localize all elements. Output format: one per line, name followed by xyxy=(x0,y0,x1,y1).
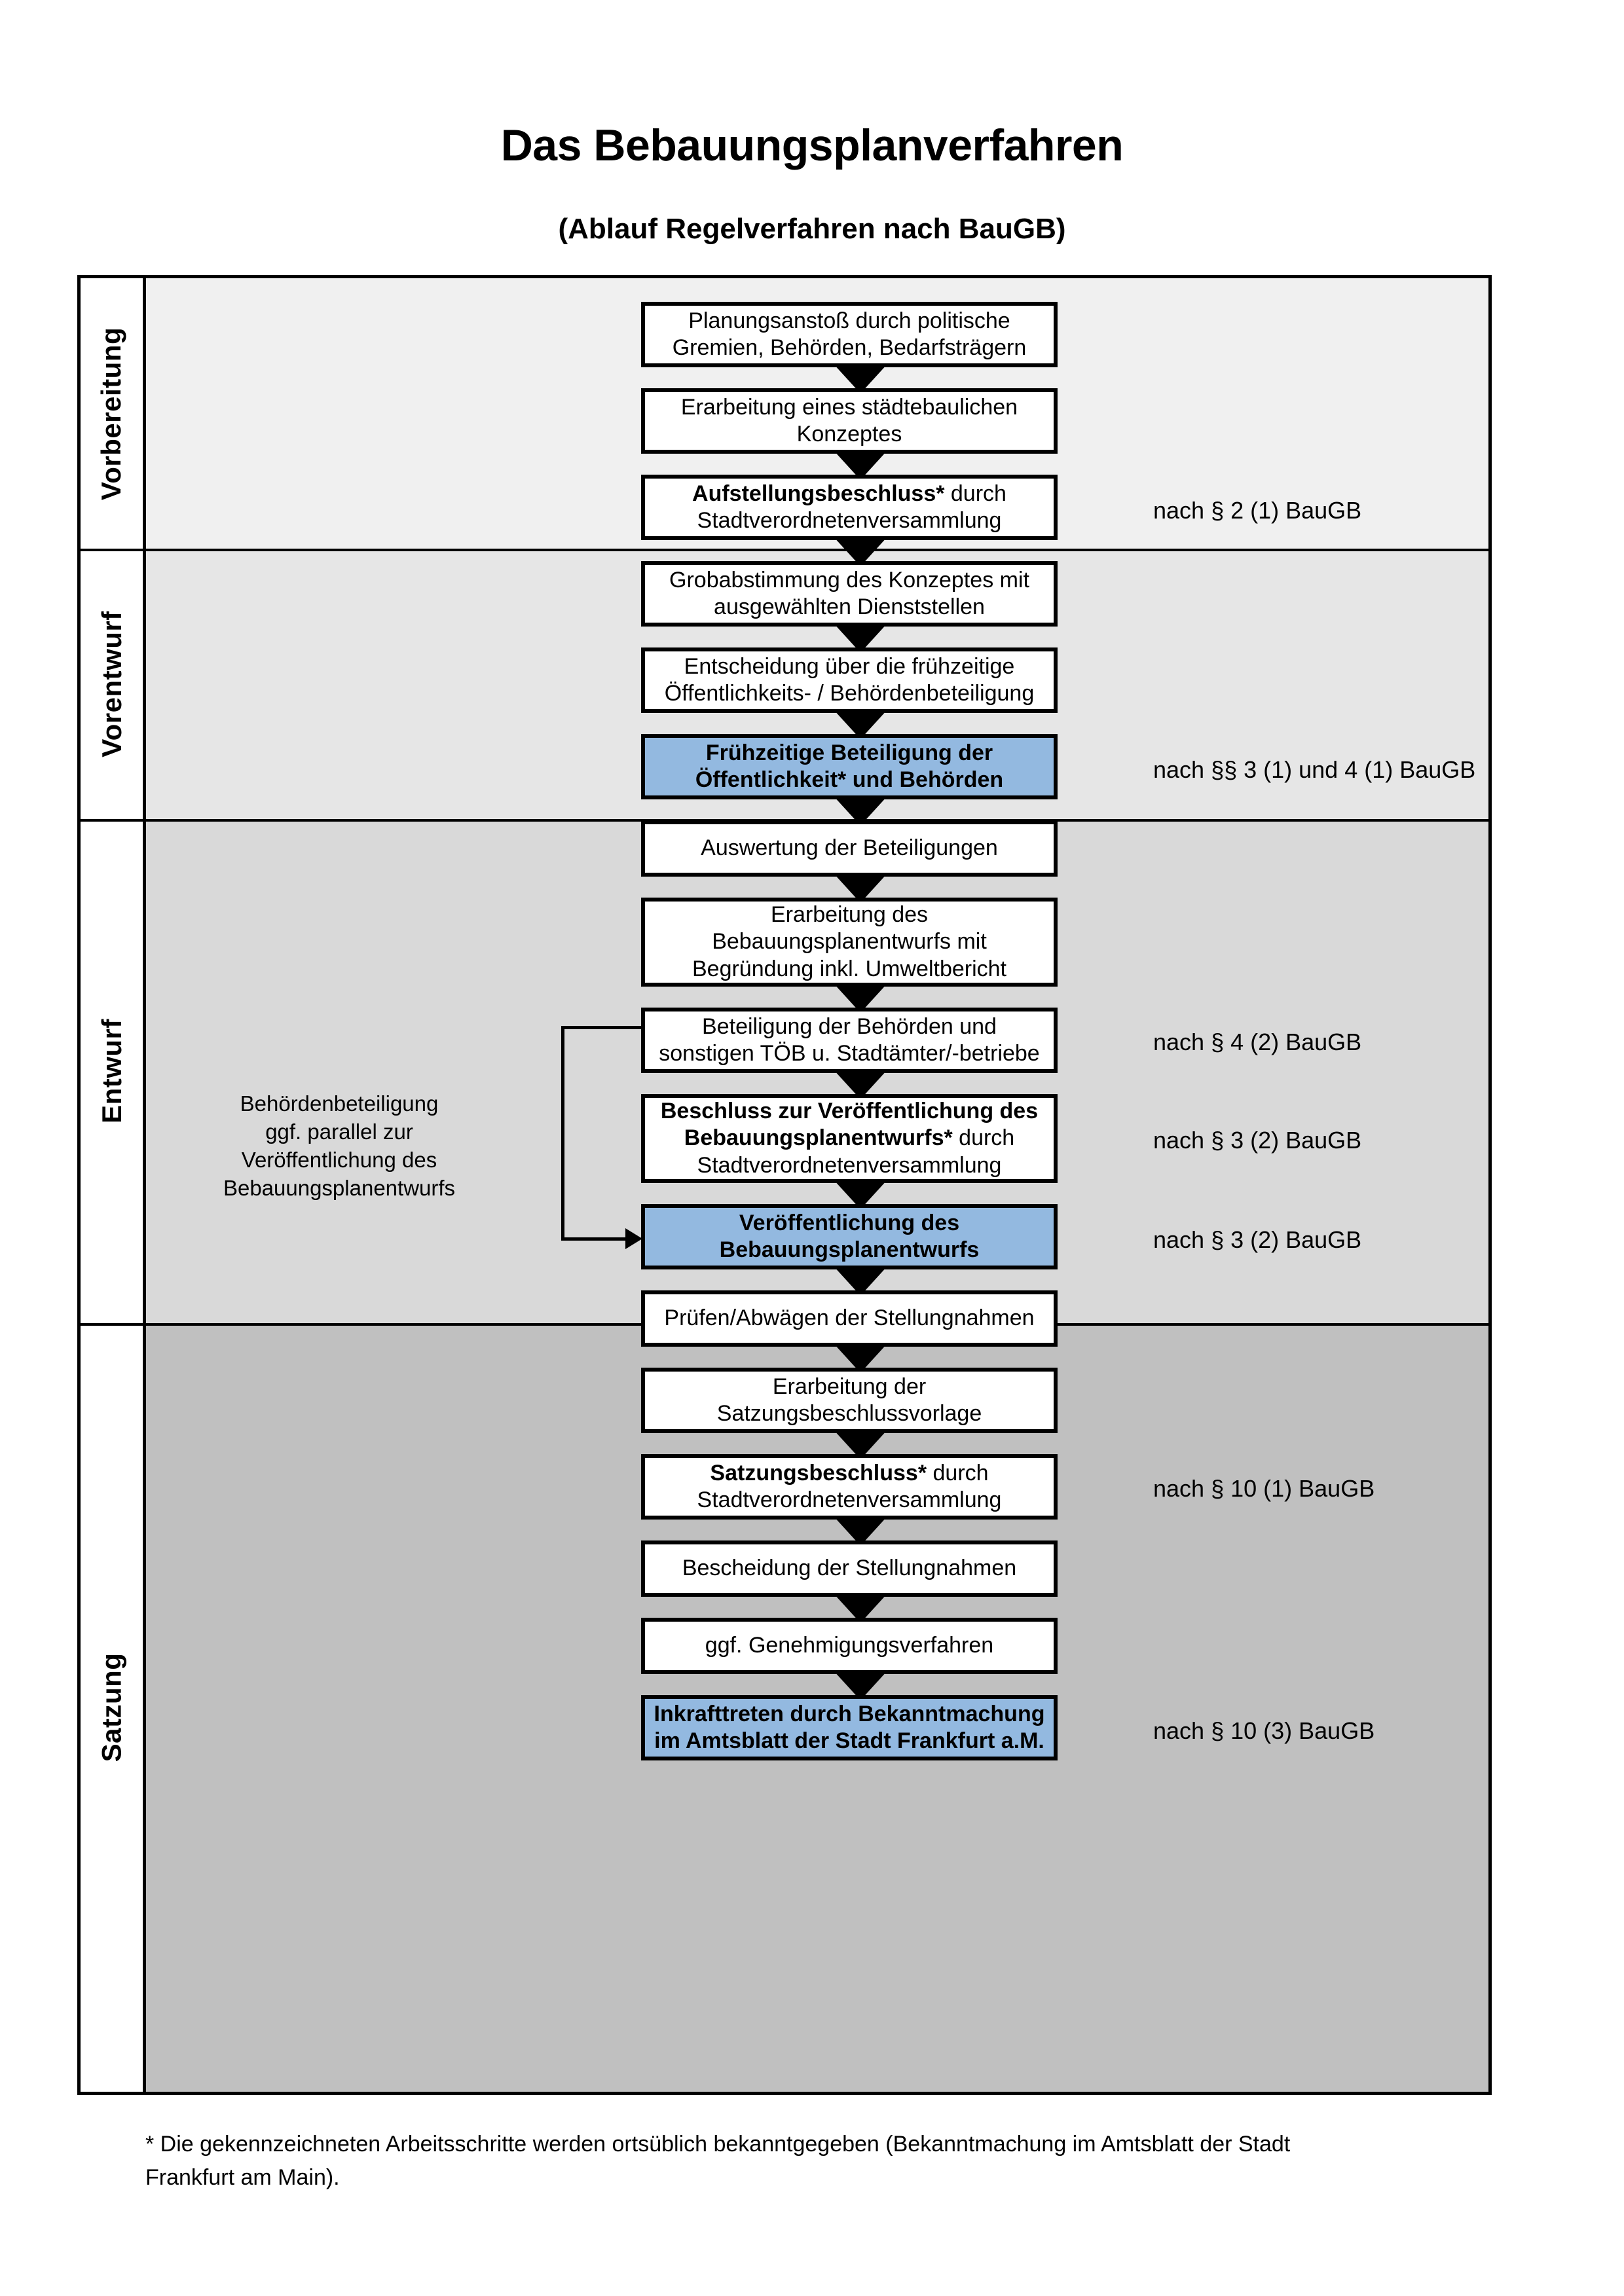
step-line: Veröffentlichung des xyxy=(739,1210,960,1235)
connector-arrowhead-icon xyxy=(625,1228,642,1249)
step-line: Öffentlichkeit* und Behörden xyxy=(695,767,1004,792)
step-box-beschluss-veroeffentlichung[interactable]: Beschluss zur Veröffentlichung des Bebau… xyxy=(641,1094,1058,1183)
step-box-staedtebauliches-konzept[interactable]: Erarbeitung eines städtebaulichen Konzep… xyxy=(641,388,1058,454)
step-line-bold: Inkrafttreten xyxy=(654,1701,784,1726)
step-box-satzungsbeschluss[interactable]: Satzungsbeschluss* durch Stadtverordnete… xyxy=(641,1454,1058,1520)
step-line-bold: Aufstellungsbeschluss* xyxy=(692,481,945,506)
law-reference-bau10-3: nach § 10 (3) BauGB xyxy=(1153,1717,1375,1744)
step-box-veroeffentlichung-entwurf[interactable]: Veröffentlichung des Bebauungsplanentwur… xyxy=(641,1204,1058,1269)
page-title: Das Bebauungsplanverfahren xyxy=(500,120,1124,170)
step-box-beteiligung-behoerden-toeb[interactable]: Beteiligung der Behörden und sonstigen T… xyxy=(641,1008,1058,1073)
step-box-entscheidung-fruehzeitige-beteiligung[interactable]: Entscheidung über die frühzeitige Öffent… xyxy=(641,647,1058,713)
page-subtitle: (Ablauf Regelverfahren nach BauGB) xyxy=(558,213,1066,245)
step-line: Entscheidung über die frühzeitige xyxy=(684,653,1015,679)
step-box-genehmigungsverfahren[interactable]: ggf. Genehmigungsverfahren xyxy=(641,1618,1058,1674)
step-line: ggf. Genehmigungsverfahren xyxy=(705,1633,994,1658)
step-line: durch xyxy=(952,1125,1015,1151)
step-box-bescheidung-stellungnahmen[interactable]: Bescheidung der Stellungnahmen xyxy=(641,1540,1058,1597)
lane-divider-1 xyxy=(81,549,1488,551)
step-line: Auswertung der Beteiligungen xyxy=(701,835,998,861)
phase-label-vorentwurf: Vorentwurf xyxy=(96,610,127,757)
law-reference-bau3-2-b: nach § 3 (2) BauGB xyxy=(1153,1226,1362,1253)
phase-label-cell-vorbereitung: Vorbereitung xyxy=(81,278,146,549)
step-box-pruefen-abwaegen[interactable]: Prüfen/Abwägen der Stellungnahmen xyxy=(641,1290,1058,1347)
step-line-bold: Satzungsbeschluss* xyxy=(710,1460,927,1485)
step-line-bold: Beschluss zur Veröffentlichung des xyxy=(660,1098,1039,1123)
side-note-behoerdenbeteiligung: Behördenbeteiligung ggf. parallel zur Ve… xyxy=(185,1090,493,1203)
step-line: Erarbeitung der xyxy=(772,1374,927,1399)
step-line: Bebauungsplanentwurfs mit xyxy=(712,929,987,955)
footnote-line: Frankfurt am Main). xyxy=(145,2165,340,2190)
parallel-branch-connector xyxy=(561,1026,646,1249)
step-line: Bebauungsplanentwurfs xyxy=(719,1237,980,1262)
step-line: Erarbeitung des xyxy=(770,902,929,927)
step-box-fruehzeitige-beteiligung[interactable]: Frühzeitige Beteiligung der Öffentlichke… xyxy=(641,734,1058,799)
step-line: durch xyxy=(927,1460,989,1485)
step-line: Erarbeitung eines städtebaulichen xyxy=(680,394,1018,420)
step-line: Stadtverordnetenversammlung xyxy=(697,508,1002,533)
phase-label-cell-entwurf: Entwurf xyxy=(81,819,146,1323)
step-box-erarbeitung-bebauungsplanentwurf[interactable]: Erarbeitung des Bebauungsplanentwurfs mi… xyxy=(641,898,1058,987)
step-line: im Amtsblatt der Stadt Frankfurt a.M. xyxy=(654,1728,1044,1753)
step-line: Öffentlichkeits- / Behördenbeteiligung xyxy=(664,681,1035,706)
phase-label-cell-satzung: Satzung xyxy=(81,1323,146,2092)
step-line: Stadtverordnetenversammlung xyxy=(697,1152,1002,1178)
connector-vertical-segment xyxy=(561,1026,564,1241)
connector-top-segment xyxy=(561,1026,643,1029)
step-box-inkrafttreten[interactable]: Inkrafttreten durch Bekanntmachung im Am… xyxy=(641,1695,1058,1760)
law-reference-bau10-1: nach § 10 (1) BauGB xyxy=(1153,1475,1375,1502)
step-box-auswertung-beteiligungen[interactable]: Auswertung der Beteiligungen xyxy=(641,820,1058,877)
step-box-planungsanstoss[interactable]: Planungsanstoß durch politische Gremien,… xyxy=(641,302,1058,367)
step-line-bold: Bebauungsplanentwurfs* xyxy=(684,1125,953,1151)
step-line: Planungsanstoß durch politische xyxy=(688,308,1010,333)
step-box-grobabstimmung[interactable]: Grobabstimmung des Konzeptes mit ausgewä… xyxy=(641,561,1058,627)
side-note-line: Veröffentlichung des xyxy=(241,1147,437,1172)
step-line: Bescheidung der Stellungnahmen xyxy=(682,1556,1017,1581)
phase-label-cell-vorentwurf: Vorentwurf xyxy=(81,549,146,819)
flowchart-frame: Vorbereitung Vorentwurf Entwurf Satzung xyxy=(77,275,1492,2095)
step-line: Begründung inkl. Umweltbericht xyxy=(692,956,1007,981)
side-note-line: ggf. parallel zur xyxy=(265,1119,413,1144)
phase-label-vorbereitung: Vorbereitung xyxy=(96,327,127,500)
step-line: sonstigen TÖB u. Stadtämter/-betriebe xyxy=(659,1041,1040,1066)
step-line: Stadtverordnetenversammlung xyxy=(697,1487,1002,1512)
law-reference-bau3-1-4-1: nach §§ 3 (1) und 4 (1) BauGB xyxy=(1153,756,1476,783)
step-line: Grobabstimmung des Konzeptes mit xyxy=(669,567,1029,592)
step-line: Beteiligung der Behörden und xyxy=(702,1013,997,1039)
side-note-line: Bebauungsplanentwurfs xyxy=(223,1175,456,1200)
step-line: Frühzeitige Beteiligung der xyxy=(705,740,993,765)
law-reference-bau3-2-a: nach § 3 (2) BauGB xyxy=(1153,1127,1362,1154)
law-reference-bau4-2: nach § 4 (2) BauGB xyxy=(1153,1029,1362,1055)
connector-bottom-segment xyxy=(561,1237,627,1241)
step-line: Prüfen/Abwägen der Stellungnahmen xyxy=(664,1305,1035,1331)
step-line: durch Bekanntmachung xyxy=(783,1701,1045,1726)
phase-label-entwurf: Entwurf xyxy=(96,1019,127,1123)
step-line: durch xyxy=(944,481,1006,506)
phase-label-satzung: Satzung xyxy=(96,1652,127,1762)
step-line: Konzeptes xyxy=(796,422,902,446)
step-box-erarbeitung-satzungsbeschlussvorlage[interactable]: Erarbeitung der Satzungsbeschlussvorlage xyxy=(641,1368,1058,1433)
step-line: ausgewählten Dienststellen xyxy=(714,594,985,619)
law-reference-bau2-1: nach § 2 (1) BauGB xyxy=(1153,497,1362,524)
footnote: * Die gekennzeichneten Arbeitsschritte w… xyxy=(145,2128,1494,2195)
footnote-line: * Die gekennzeichneten Arbeitsschritte w… xyxy=(145,2132,1291,2157)
step-line: Gremien, Behörden, Bedarfsträgern xyxy=(672,335,1027,360)
step-line: Satzungsbeschlussvorlage xyxy=(716,1401,982,1426)
side-note-line: Behördenbeteiligung xyxy=(240,1091,439,1116)
step-box-aufstellungsbeschluss[interactable]: Aufstellungsbeschluss* durch Stadtverord… xyxy=(641,475,1058,540)
